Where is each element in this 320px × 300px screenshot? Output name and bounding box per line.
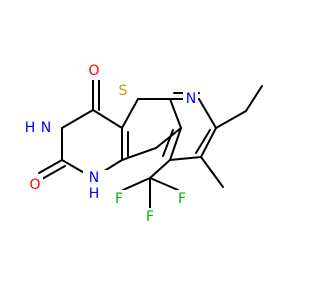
amide-hydrogen: H: [25, 120, 36, 136]
sulfur-atom: S: [119, 83, 128, 99]
fluorine-atom-bottom: F: [146, 209, 154, 225]
bond: [195, 129, 211, 154]
lower-nitrogen-atom: N: [89, 170, 99, 186]
pyridine-nitrogen-atom: N: [186, 91, 196, 107]
fluorine-atom-left: F: [115, 191, 123, 207]
bond: [215, 110, 247, 129]
bond: [38, 159, 63, 174]
bond: [200, 127, 217, 158]
oxygen-atom-top: O: [88, 63, 99, 79]
amide-nitrogen-atom: N: [41, 120, 51, 136]
bond: [92, 109, 123, 129]
bond: [121, 147, 157, 161]
bond: [149, 159, 171, 179]
bond: [198, 98, 217, 129]
bond: [169, 156, 202, 161]
bond: [121, 98, 139, 129]
bond: [245, 85, 263, 112]
bond: [169, 127, 182, 161]
bond: [61, 109, 94, 129]
bond: [155, 127, 182, 149]
molecule-canvas: O O S N H N N H F F F: [24, 62, 263, 226]
bond: [122, 177, 151, 191]
bond: [162, 129, 174, 157]
structure-drawing: O O S N H N N H F F F: [24, 62, 263, 226]
bonds: [38, 78, 263, 213]
bond: [200, 156, 224, 188]
atom-labels: O O S N H N N H F F F: [24, 62, 198, 226]
bond: [169, 98, 182, 129]
bond: [41, 165, 66, 180]
lower-hydrogen: H: [89, 186, 100, 202]
oxygen-atom-left: O: [29, 177, 40, 193]
bond: [149, 177, 179, 191]
fluorine-atom-right: F: [178, 191, 186, 207]
